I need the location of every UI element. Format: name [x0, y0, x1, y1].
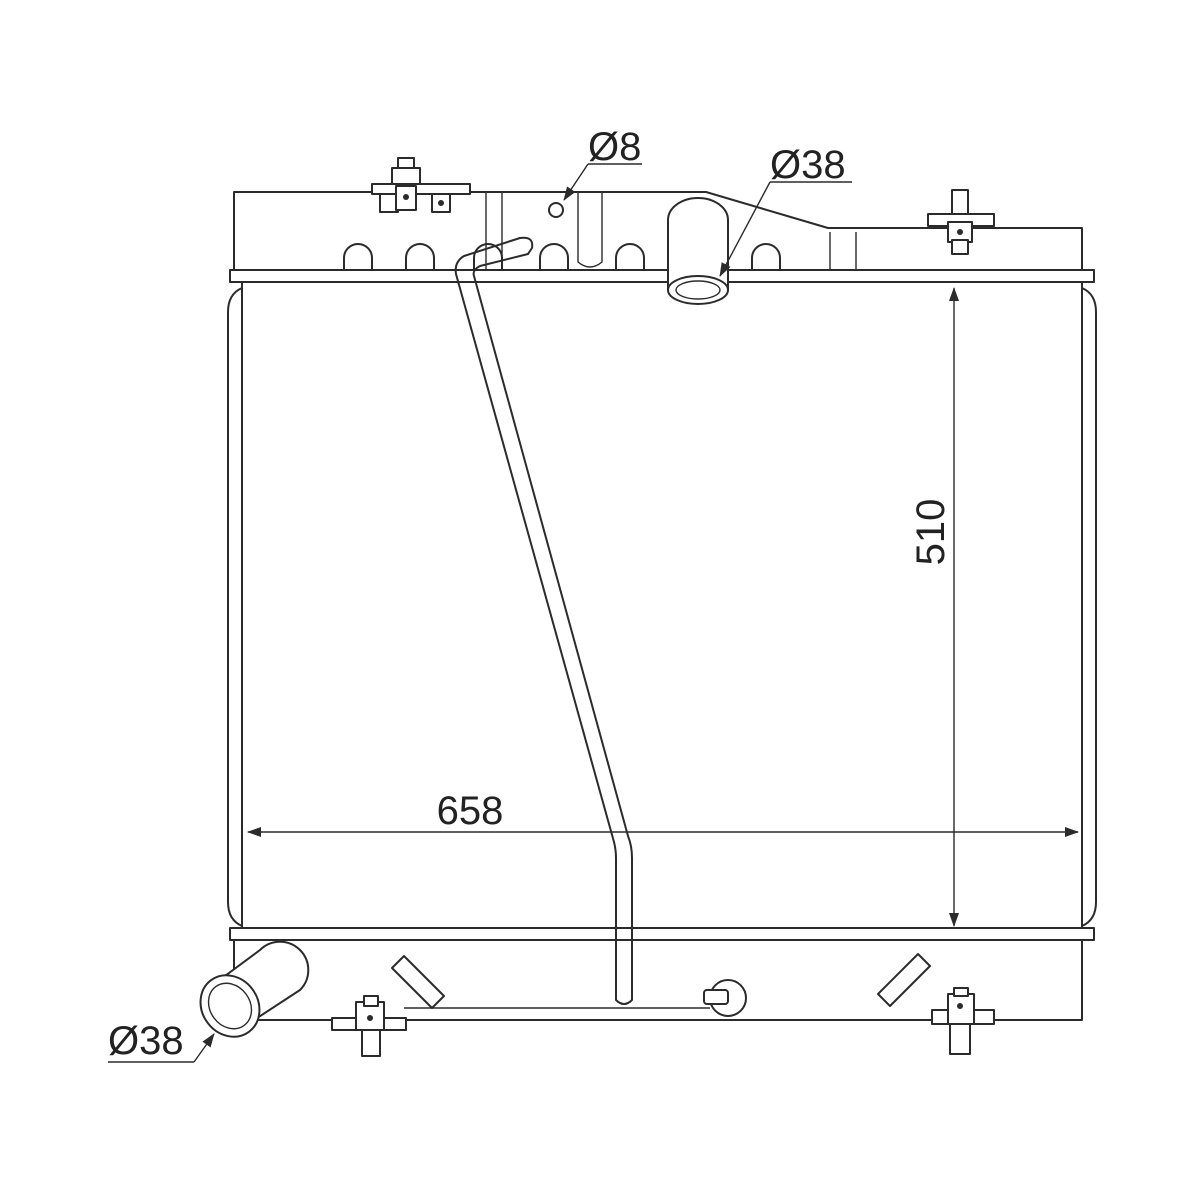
width-dimension: 658 — [247, 789, 1079, 837]
width-dimension-label: 658 — [437, 789, 504, 833]
outlet-diameter-label: Ø38 — [108, 1019, 184, 1063]
bracket-bottom-right — [931, 987, 995, 1055]
overflow-tube — [454, 236, 633, 1005]
vent-hole — [548, 202, 564, 218]
outlet-diameter-callout: Ø38 — [108, 1019, 215, 1063]
upper-inlet-pipe — [667, 197, 729, 305]
lower-header-plate — [229, 927, 1095, 941]
drain-diameter-callout: Ø8 — [563, 125, 642, 201]
radiator-core — [227, 281, 1097, 929]
bracket-bottom-left — [331, 995, 407, 1057]
inlet-diameter-callout: Ø38 — [719, 143, 852, 277]
lower-outlet-pipe — [199, 940, 310, 1038]
upper-header-plate — [229, 269, 1095, 283]
bracket-top-left — [371, 157, 471, 213]
drain-plug — [703, 979, 747, 1017]
height-dimension: 510 — [909, 287, 959, 927]
drain-diameter-label: Ø8 — [588, 125, 641, 169]
inlet-diameter-label: Ø38 — [770, 143, 846, 187]
upper-tank — [233, 191, 1083, 273]
bracket-top-right — [927, 189, 995, 255]
height-dimension-label: 510 — [909, 499, 953, 566]
